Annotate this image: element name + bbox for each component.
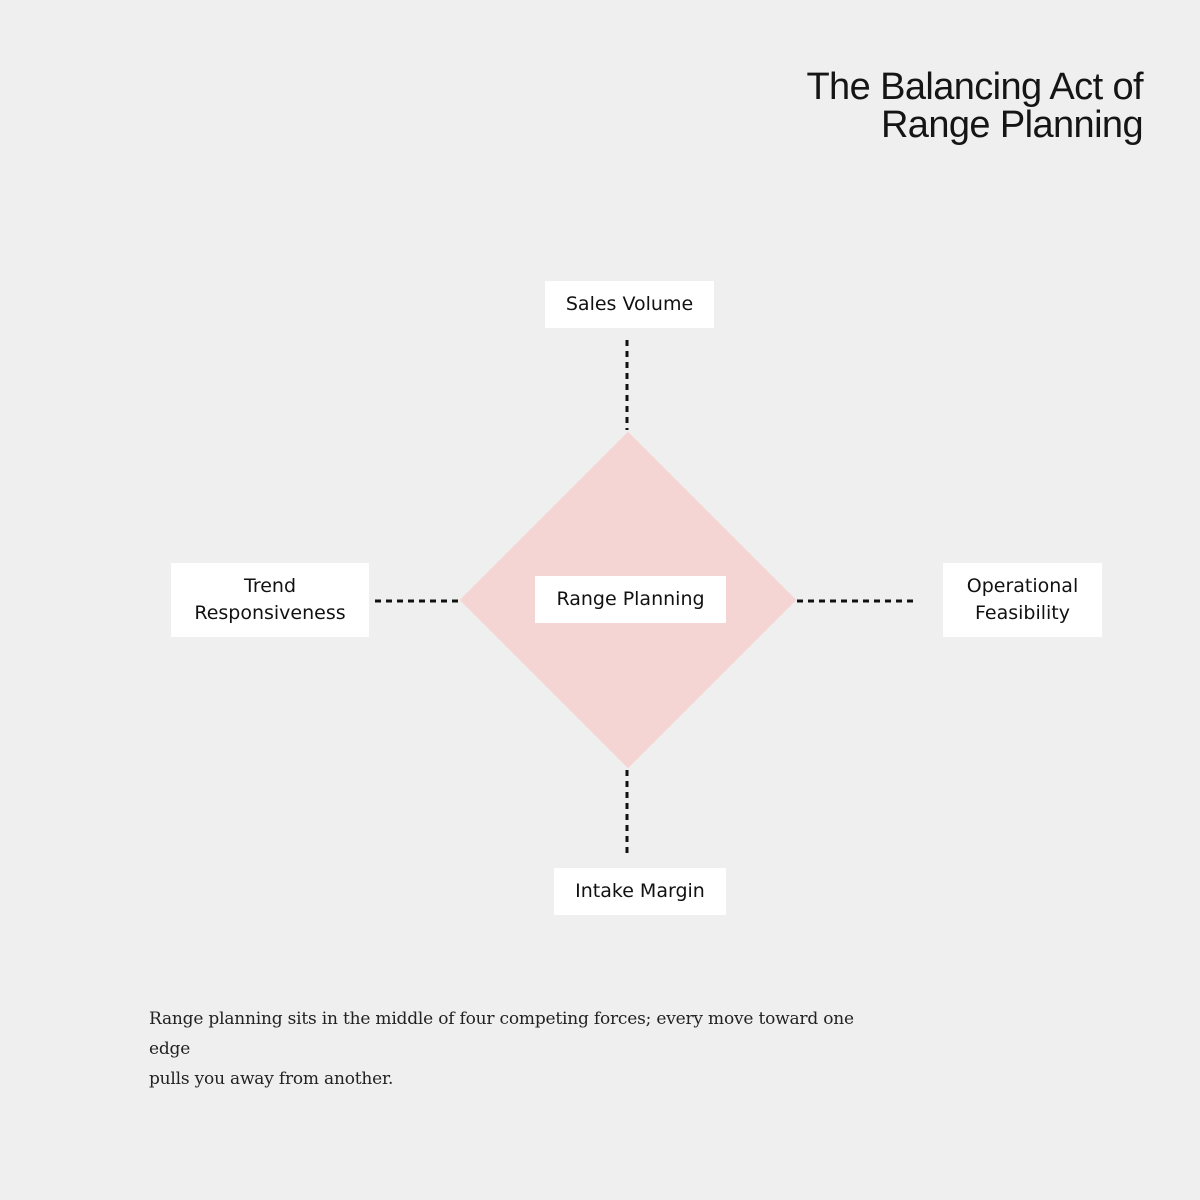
node-range-planning: Range Planning xyxy=(535,576,726,623)
page-title: The Balancing Act of Range Planning xyxy=(583,68,1143,144)
title-line-1: The Balancing Act of xyxy=(806,66,1143,108)
node-intake-margin: Intake Margin xyxy=(554,868,726,915)
node-operational-feasibility-text: Operational Feasibility xyxy=(967,573,1078,627)
node-sales-volume: Sales Volume xyxy=(545,281,714,328)
node-range-planning-label: Range Planning xyxy=(556,588,705,610)
caption-text: Range planning sits in the middle of fou… xyxy=(149,1004,869,1094)
node-trend-label-line-2: Responsiveness xyxy=(194,602,346,624)
caption-line-1: Range planning sits in the middle of fou… xyxy=(149,1009,854,1059)
node-trend-responsiveness-text: Trend Responsiveness xyxy=(194,573,345,627)
node-sales-volume-label: Sales Volume xyxy=(565,293,694,315)
title-line-2: Range Planning xyxy=(880,104,1144,146)
node-operational-label-line-2: Feasibility xyxy=(974,602,1070,624)
node-operational-feasibility: Operational Feasibility xyxy=(943,563,1102,637)
node-intake-margin-label: Intake Margin xyxy=(575,880,705,902)
node-trend-label-line-1: Trend xyxy=(244,575,296,597)
caption-line-2: pulls you away from another. xyxy=(149,1069,394,1089)
node-operational-label-line-1: Operational xyxy=(966,575,1079,597)
node-trend-responsiveness: Trend Responsiveness xyxy=(171,563,369,637)
